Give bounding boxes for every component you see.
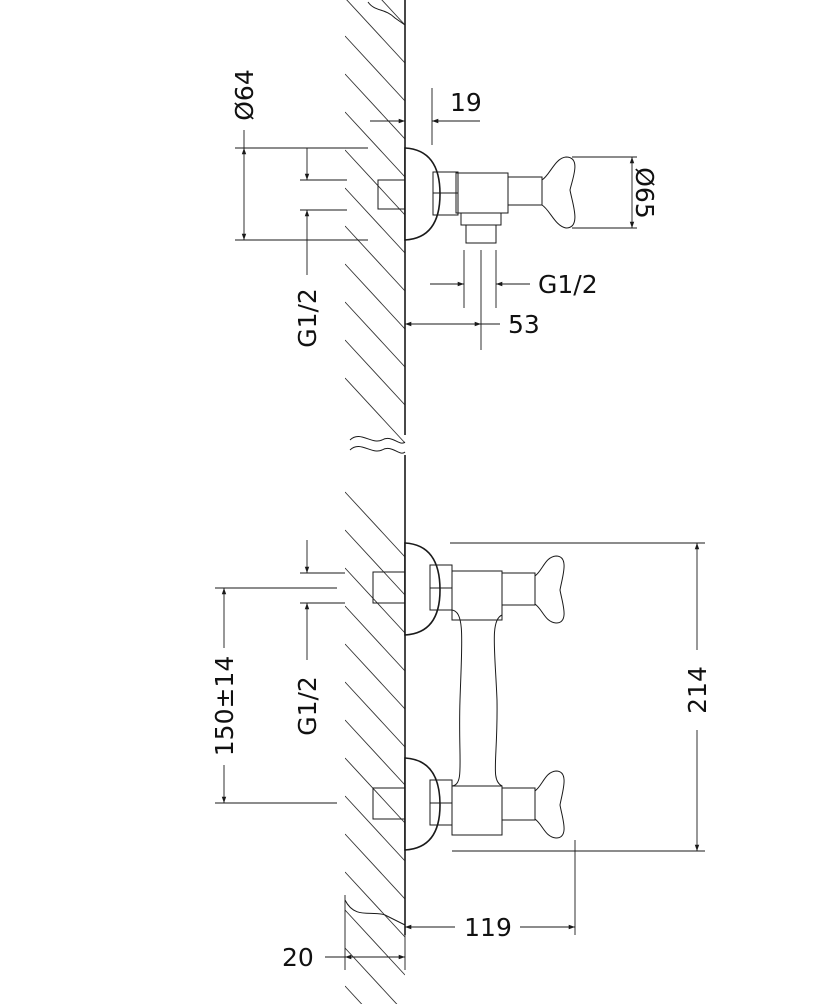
hatch-line: [345, 795, 405, 862]
hatch-line: [346, 0, 405, 64]
hatch-line: [345, 757, 405, 824]
wall-section: [344, 0, 406, 1004]
hatch-line: [345, 377, 405, 444]
top-fixture: [377, 147, 576, 244]
dim-inlet-thread-bottom: G1/2: [293, 676, 322, 736]
hatch-line: [345, 225, 405, 292]
dim-rosette-diameter: Ø64: [230, 69, 259, 121]
hatch-line: [345, 567, 405, 634]
hatch-line: [345, 681, 405, 748]
hatch-line: [345, 111, 405, 178]
hatch-line: [345, 73, 405, 140]
hatch-line: [345, 491, 405, 558]
hatch-line: [381, 0, 405, 26]
dim-handle-diameter: Ø65: [630, 167, 659, 219]
dim-overall-height: 214: [683, 666, 712, 714]
hatch-line: [345, 605, 405, 672]
hatch-line: [345, 263, 405, 330]
hatch-line: [345, 833, 405, 900]
dim-projection: 119: [464, 913, 512, 942]
hatch-line: [345, 35, 405, 102]
dim-outlet-offset: 53: [508, 310, 540, 339]
dim-centre-distance: 150±14: [210, 656, 239, 756]
dim-wall-to-nut: 19: [450, 88, 482, 117]
break-line-top: [367, 1, 406, 26]
hatch-line: [345, 149, 405, 216]
mixer-fixture: [372, 542, 565, 851]
hatch-line: [345, 719, 405, 786]
hatch-line: [345, 339, 405, 406]
hatch-line: [345, 529, 405, 596]
hatch-line: [345, 301, 405, 368]
hatch-line: [345, 871, 405, 938]
break-line-middle: [349, 435, 406, 444]
break-line-middle-2: [349, 445, 406, 454]
hatch-line: [345, 909, 405, 976]
hatch-line: [345, 643, 405, 710]
dim-outlet-thread: G1/2: [538, 270, 598, 299]
dimension-lines: [215, 88, 705, 970]
dim-inlet-thread-top: G1/2: [293, 288, 322, 348]
hatch-line: [345, 985, 363, 1004]
break-line-bottom: [344, 899, 406, 926]
hatch-line: [345, 187, 405, 254]
dim-wall-depth: 20: [282, 943, 314, 972]
